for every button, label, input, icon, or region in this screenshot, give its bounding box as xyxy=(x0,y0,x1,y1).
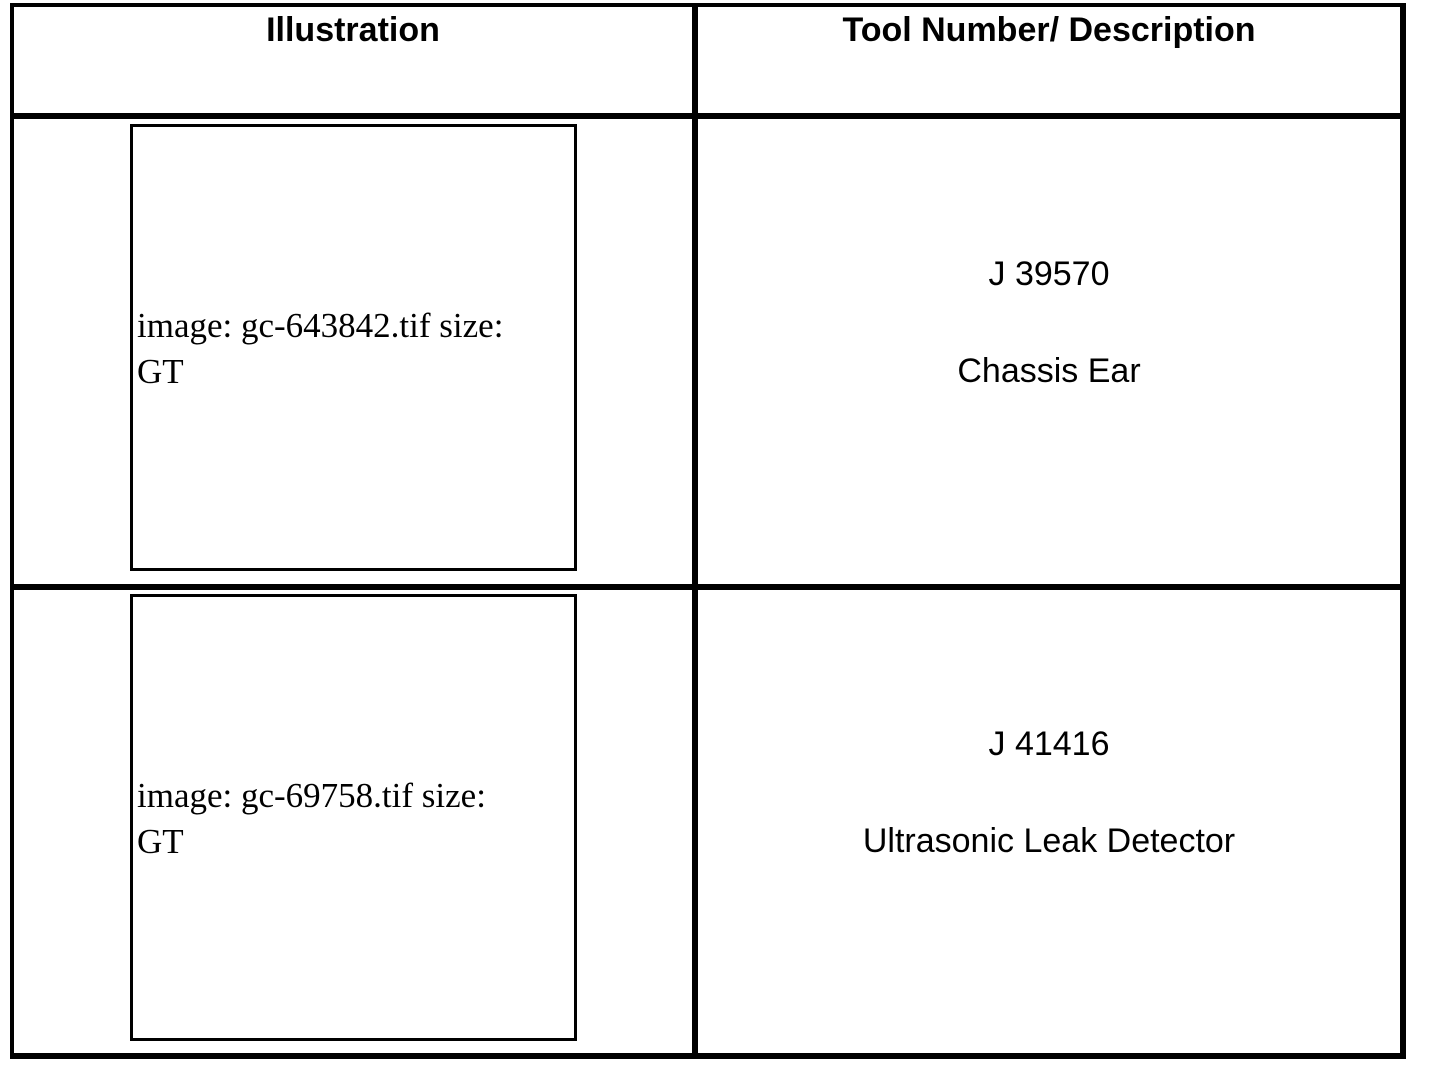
tool-number: J 41416 xyxy=(988,725,1110,763)
illustration-placeholder: image: gc-69758.tif size: GT xyxy=(130,594,577,1041)
tool-description: Ultrasonic Leak Detector xyxy=(862,822,1236,860)
row-divider xyxy=(10,584,1406,590)
tool-cell: J 39570 Chassis Ear xyxy=(698,254,1400,391)
tool-description: Chassis Ear xyxy=(957,352,1141,390)
tool-cell: J 41416 Ultrasonic Leak Detector xyxy=(698,724,1400,861)
tool-number: J 39570 xyxy=(988,255,1110,293)
column-divider xyxy=(692,3,698,1059)
header-tool-number-description: Tool Number/ Description xyxy=(842,11,1256,49)
header-illustration: Illustration xyxy=(266,11,440,49)
illustration-placeholder: image: gc-643842.tif size: GT xyxy=(130,124,577,571)
image-caption: image: gc-643842.tif size: GT xyxy=(137,306,504,391)
table-border-right xyxy=(1400,3,1406,1059)
image-caption: image: gc-69758.tif size: GT xyxy=(137,776,486,861)
header-divider xyxy=(10,113,1406,119)
table-border-left xyxy=(10,3,14,1059)
table-border-bottom xyxy=(10,1053,1406,1059)
table-border-top xyxy=(10,3,1406,7)
